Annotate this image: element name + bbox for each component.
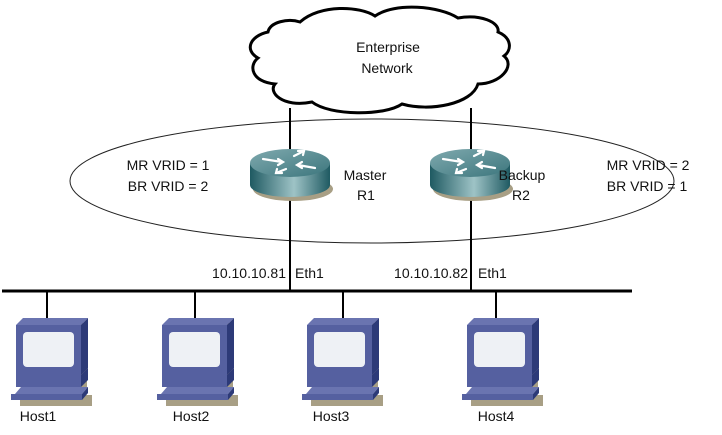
r1-interface-label: Eth1 — [295, 265, 324, 281]
host2-computer-icon[interactable] — [157, 318, 238, 406]
host1-computer-icon[interactable] — [11, 318, 92, 406]
r2-br-vrid: BR VRID = 1 — [607, 178, 688, 194]
r2-name-label: R2 — [512, 187, 530, 203]
router-r1-icon[interactable] — [248, 147, 335, 203]
r1-ip-label: 10.10.10.81 — [212, 265, 286, 281]
r2-interface-label: Eth1 — [478, 265, 507, 281]
r1-role-label: Master — [344, 167, 387, 183]
r1-name-label: R1 — [357, 187, 375, 203]
enterprise-network-cloud-icon — [248, 5, 511, 115]
host2-label: Host2 — [173, 408, 210, 424]
host3-label: Host3 — [313, 408, 350, 424]
r1-mr-vrid: MR VRID = 1 — [127, 157, 210, 173]
r2-role-label: Backup — [499, 167, 546, 183]
host1-label: Host1 — [20, 408, 57, 424]
host4-label: Host4 — [478, 408, 515, 424]
cloud-label-line1: Enterprise — [356, 39, 420, 55]
host4-computer-icon[interactable] — [462, 318, 543, 406]
r2-mr-vrid: MR VRID = 2 — [607, 157, 690, 173]
cloud-label-line2: Network — [361, 60, 413, 76]
r2-ip-label: 10.10.10.82 — [394, 265, 468, 281]
r1-br-vrid: BR VRID = 2 — [128, 178, 209, 194]
host3-computer-icon[interactable] — [302, 318, 383, 406]
vrrp-group-ellipse — [69, 118, 675, 244]
